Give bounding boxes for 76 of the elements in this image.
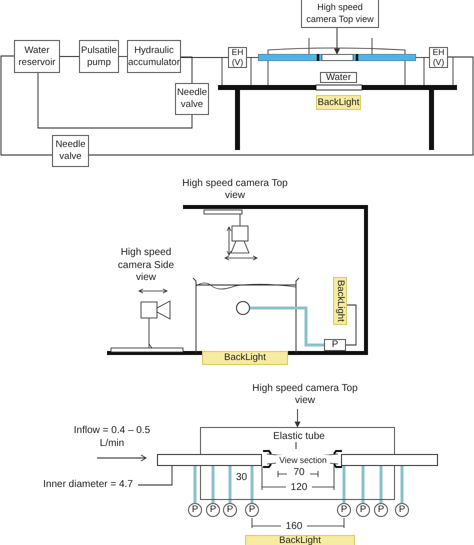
node-text: Pulsatile pump <box>80 44 118 68</box>
pipe-line <box>416 57 430 58</box>
leader-line <box>138 466 172 486</box>
node-text: Needle valve <box>176 87 208 111</box>
node-text: Needle valve <box>54 139 87 163</box>
flow-label: Inflow = 0.4 – 0.5 L/min <box>72 425 152 450</box>
component-box <box>127 40 181 73</box>
tube-line <box>250 466 254 503</box>
node-text: P <box>192 504 198 516</box>
tube-line <box>342 466 346 503</box>
tube-line <box>228 466 232 503</box>
node-text: P <box>378 504 384 516</box>
node-text: EH (V) <box>230 48 244 67</box>
backlight-panel <box>245 535 355 545</box>
node-text: BackLight <box>224 352 266 364</box>
tube-line <box>380 466 382 503</box>
node-text: P <box>248 504 256 516</box>
node-text: Water reservoir <box>18 44 56 68</box>
component-box <box>79 40 119 73</box>
caption-text: High speed camera Side view <box>115 243 177 289</box>
node-text: BackLight <box>334 280 346 322</box>
backlight-panel <box>333 277 347 325</box>
dimension-label: 120 <box>290 482 308 494</box>
pressure-sensor-circle <box>206 503 220 517</box>
dimension-label: 160 <box>284 521 304 534</box>
node-text: EH (V) <box>432 48 446 67</box>
pressure-sensor-circle <box>337 503 351 517</box>
pipe-line <box>60 56 80 57</box>
pipe-bar <box>157 454 262 466</box>
tube-line <box>250 306 324 346</box>
camera-box <box>301 0 379 28</box>
tube-line <box>194 466 196 503</box>
pipe-line <box>88 56 474 156</box>
node-text: P <box>226 504 234 516</box>
node-text: Water <box>326 72 351 84</box>
tube-line <box>400 466 404 503</box>
dimension-label: 70 <box>292 467 306 480</box>
node-text: P <box>398 504 406 516</box>
node-text: BackLight <box>279 535 321 545</box>
pressure-sensor-circle <box>356 503 370 517</box>
caption-text: High speed camera Top view <box>250 381 360 409</box>
node-text: High speed camera Top view <box>305 2 375 25</box>
section-label: View section <box>276 455 330 466</box>
test-tube-drawing <box>258 54 416 61</box>
node-text: BackLight <box>318 96 360 108</box>
caption-text: Inner diameter = 4.7 <box>38 479 138 491</box>
pressure-box <box>324 339 346 351</box>
pipe-line <box>38 72 192 128</box>
caption-text: Elastic tube <box>269 431 329 443</box>
arrow <box>294 408 300 428</box>
pipe-line <box>246 57 258 58</box>
node-text: P <box>340 504 348 516</box>
component-box <box>14 40 60 73</box>
node-text: P <box>332 339 338 351</box>
arrow <box>334 28 340 55</box>
pipe-line <box>346 304 356 346</box>
pipe-line <box>118 56 128 57</box>
pressure-sensor-circle <box>188 503 202 517</box>
water-box <box>320 72 357 83</box>
tube-end-circle <box>236 301 250 315</box>
pipe-line <box>180 56 192 84</box>
node-text: P <box>360 504 366 516</box>
pipe-line <box>0 56 52 156</box>
dimension-label: 30 <box>234 472 248 484</box>
pressure-sensor-circle <box>245 503 259 517</box>
pressure-sensor-circle <box>395 503 409 517</box>
caption-text: High speed camera Top view <box>180 176 290 204</box>
pressure-sensor-circle <box>374 503 388 517</box>
pipe-line <box>180 57 228 58</box>
pressure-sensor-circle <box>223 503 237 517</box>
pipe-bar <box>341 454 438 466</box>
tube-line <box>212 466 214 503</box>
backlight-panel <box>202 351 288 365</box>
node-text: Hydraulic accumulator <box>128 44 180 68</box>
tube-line <box>362 466 364 503</box>
node-text: P <box>210 504 216 516</box>
